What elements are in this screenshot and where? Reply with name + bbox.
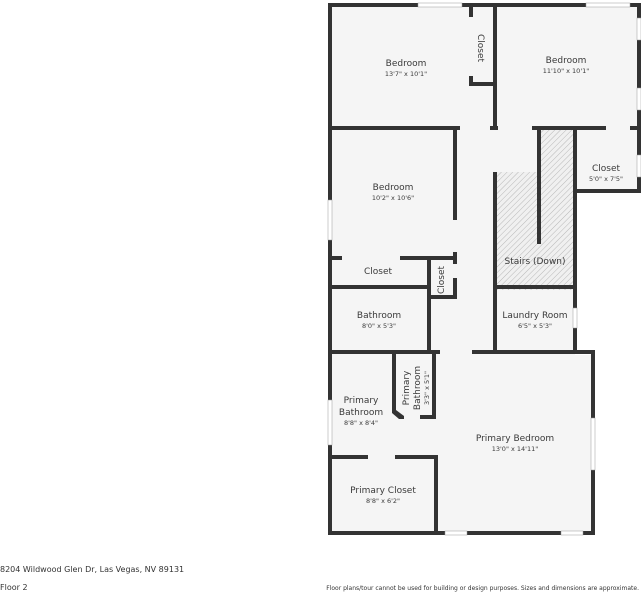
svg-text:5'0" x 7'5": 5'0" x 7'5": [589, 175, 623, 183]
room-bedroom-2: Bedroom 11'10" x 10'1": [543, 56, 589, 75]
property-address: 8204 Wildwood Glen Dr, Las Vegas, NV 891…: [0, 565, 185, 574]
svg-text:Primary: Primary: [402, 370, 412, 405]
svg-text:Bathroom: Bathroom: [357, 311, 401, 321]
svg-text:Primary Closet: Primary Closet: [350, 486, 416, 496]
room-primary-closet: Primary Closet 8'8" x 6'2": [350, 486, 416, 505]
svg-text:Primary Bedroom: Primary Bedroom: [476, 434, 554, 444]
svg-text:8'0" x 5'3": 8'0" x 5'3": [362, 322, 396, 330]
room-closet-small: Closet: [437, 266, 447, 295]
svg-text:6'5" x 5'3": 6'5" x 5'3": [518, 322, 552, 330]
svg-text:11'10" x 10'1": 11'10" x 10'1": [543, 67, 589, 75]
svg-text:Closet: Closet: [437, 266, 447, 295]
svg-text:13'0" x 14'11": 13'0" x 14'11": [492, 445, 538, 453]
room-closet-top: Closet: [475, 34, 485, 63]
windows: [327, 2, 641, 536]
svg-text:13'7" x 10'1": 13'7" x 10'1": [385, 70, 427, 78]
svg-text:Bedroom: Bedroom: [373, 183, 414, 193]
svg-text:Bedroom: Bedroom: [386, 59, 427, 69]
svg-text:Closet: Closet: [364, 267, 393, 277]
svg-text:Laundry Room: Laundry Room: [502, 311, 567, 321]
svg-text:Stairs (Down): Stairs (Down): [504, 257, 565, 267]
room-closet-right: Closet 5'0" x 7'5": [589, 164, 623, 183]
room-closet-hall: Closet: [364, 267, 393, 277]
floor-plan: Bedroom 13'7" x 10'1" Closet Bedroom 11'…: [327, 2, 641, 536]
svg-text:Closet: Closet: [592, 164, 621, 174]
disclaimer: Floor plans/tour cannot be used for buil…: [326, 585, 639, 592]
room-primary-bathroom: Primary Bathroom 8'8" x 8'4": [339, 396, 383, 427]
svg-text:3'3" x 5'1": 3'3" x 5'1": [423, 371, 431, 405]
stairs-hatch: [496, 130, 573, 290]
room-bedroom-3: Bedroom 10'2" x 10'6": [372, 183, 414, 202]
room-primary-bathroom-small: Primary Bathroom 3'3" x 5'1": [402, 366, 431, 410]
room-primary-bedroom: Primary Bedroom 13'0" x 14'11": [476, 434, 554, 453]
svg-text:Bedroom: Bedroom: [546, 56, 587, 66]
svg-text:Bathroom: Bathroom: [339, 408, 383, 418]
room-laundry: Laundry Room 6'5" x 5'3": [502, 311, 567, 330]
svg-text:Closet: Closet: [475, 34, 485, 63]
svg-text:Primary: Primary: [344, 396, 379, 406]
svg-text:8'8" x 8'4": 8'8" x 8'4": [344, 419, 378, 427]
room-bathroom: Bathroom 8'0" x 5'3": [357, 311, 401, 330]
svg-text:8'8" x 6'2": 8'8" x 6'2": [366, 497, 400, 505]
svg-text:Bathroom: Bathroom: [413, 366, 423, 410]
room-stairs: Stairs (Down): [504, 257, 565, 267]
floor-label: Floor 2: [0, 583, 28, 592]
room-bedroom-1: Bedroom 13'7" x 10'1": [385, 59, 427, 78]
svg-text:10'2" x 10'6": 10'2" x 10'6": [372, 194, 414, 202]
walls: [328, 3, 641, 535]
